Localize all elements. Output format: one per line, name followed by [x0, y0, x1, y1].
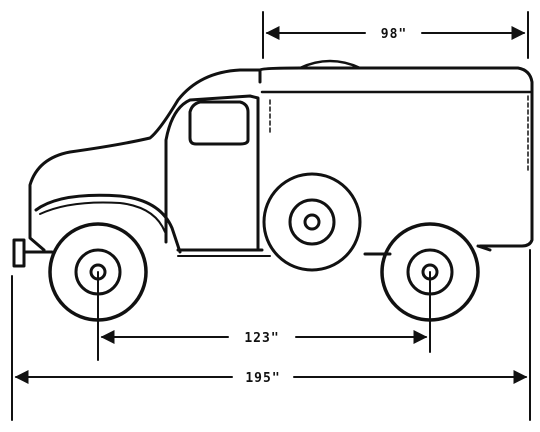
- roof-vent: [298, 59, 362, 70]
- overall-length-dimension: 195": [11, 249, 531, 421]
- overall-length-label: 195": [245, 371, 280, 386]
- wheelbase-label: 123": [244, 331, 279, 346]
- truck: [12, 59, 534, 322]
- spare-wheel: [262, 172, 362, 272]
- front-fender-inner: [39, 201, 166, 233]
- front-bumper: [12, 238, 26, 268]
- cab-hood-outline: [28, 68, 262, 252]
- cab-window: [188, 100, 250, 146]
- cab-door: [164, 94, 260, 250]
- cargo-length-dimension: 98": [262, 11, 529, 59]
- cargo-box-outline: [258, 66, 534, 248]
- rear-underbody: [476, 244, 492, 252]
- wheelbase-dimension: 123": [97, 271, 431, 361]
- cargo-length-label: 98": [381, 27, 407, 42]
- front-fender-outer: [34, 193, 182, 254]
